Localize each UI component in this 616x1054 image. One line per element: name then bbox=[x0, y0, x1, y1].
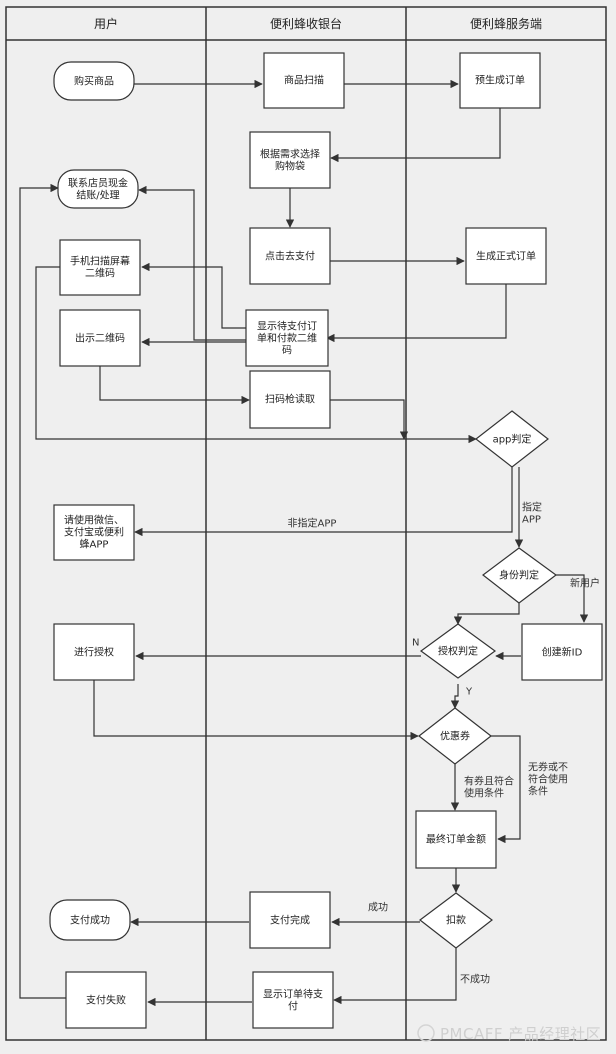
node-formal-order bbox=[465, 227, 547, 285]
node-show-pending bbox=[245, 309, 329, 367]
edge-scanner-to-app bbox=[330, 399, 409, 440]
nodes bbox=[49, 52, 603, 1029]
node-do-auth bbox=[53, 623, 135, 681]
edge-labels-yes-label: Y bbox=[465, 687, 473, 698]
nodes-pay-fail-label: 支付失败 bbox=[86, 994, 126, 1007]
edge-labels-fail-label: 不成功 bbox=[460, 974, 490, 986]
node-scan-goods bbox=[263, 52, 345, 109]
node-create-id bbox=[521, 623, 603, 681]
watermark-text: PMCAFF 产品经理社区 bbox=[440, 1025, 601, 1043]
node-scanner-read bbox=[249, 370, 331, 429]
edge-labels-coupon-no-label: 无券或不符合使用条件 bbox=[528, 761, 568, 798]
watermark: PMCAFF 产品经理社区 bbox=[417, 1024, 601, 1043]
nodes-do-auth-label: 进行授权 bbox=[74, 646, 114, 659]
nodes-show-qr-label: 出示二维码 bbox=[75, 332, 125, 345]
watermark-logo-icon bbox=[417, 1024, 435, 1042]
edge-labels-coupon-ok-label: 有券且符合使用条件 bbox=[464, 775, 514, 800]
node-auth-judge bbox=[419, 623, 497, 679]
edge-identity-to-auth bbox=[453, 603, 520, 625]
edge-coupon-to-final-alt bbox=[491, 735, 521, 844]
edge-doauth-to-coupon bbox=[93, 680, 419, 741]
lane-header-user: 用户 bbox=[94, 16, 118, 31]
edge-labels-no-label: N bbox=[412, 638, 419, 649]
nodes-pending-display-label: 显示订单待支付 bbox=[263, 988, 323, 1013]
nodes-contact-clerk-label: 联系店员现金结账/处理 bbox=[68, 177, 128, 202]
node-final-amount bbox=[415, 810, 497, 869]
nodes-create-id-label: 创建新ID bbox=[542, 646, 583, 659]
node-pay-success bbox=[49, 899, 131, 941]
edge-identity-to-createid bbox=[556, 574, 589, 623]
nodes-identity-label: 身份判定 bbox=[499, 569, 539, 582]
nodes-use-app-label: 请使用微信、支付宝或便利蜂APP bbox=[64, 514, 124, 551]
node-coupon bbox=[418, 707, 492, 765]
nodes-formal-order-label: 生成正式订单 bbox=[476, 250, 536, 263]
edge-labels-new-user-label: 新用户 bbox=[570, 577, 600, 590]
nodes-pay-success-label: 支付成功 bbox=[70, 914, 110, 927]
edge-pending-to-contact bbox=[138, 185, 246, 341]
edge-preorder-to-bag bbox=[330, 108, 501, 163]
node-buy bbox=[53, 61, 135, 101]
node-show-qr bbox=[59, 309, 141, 367]
edge-deduct-to-pendingdisp bbox=[333, 948, 457, 1005]
node-pre-order bbox=[459, 52, 541, 109]
node-identity bbox=[482, 547, 558, 604]
lane-header-server: 便利蜂服务端 bbox=[470, 16, 542, 31]
nodes-click-pay-label: 点击去支付 bbox=[265, 250, 315, 263]
nodes-auth-judge-label: 授权判定 bbox=[438, 645, 478, 658]
nodes-phone-scan-label: 手机扫描屏幕二维码 bbox=[70, 255, 130, 280]
node-pay-fail bbox=[65, 971, 147, 1029]
nodes-coupon-label: 优惠券 bbox=[440, 730, 470, 743]
edges bbox=[19, 79, 589, 1007]
node-pay-done bbox=[249, 891, 331, 949]
nodes-buy-label: 购买商品 bbox=[74, 75, 114, 88]
edge-phonescan-to-app bbox=[35, 266, 477, 444]
node-deduct bbox=[419, 892, 493, 949]
node-use-app bbox=[53, 504, 135, 561]
node-app-judge bbox=[475, 410, 549, 468]
node-pending-display bbox=[252, 971, 334, 1029]
nodes-app-judge-label: app判定 bbox=[493, 433, 532, 446]
edge-showqr-to-scanner bbox=[99, 366, 250, 405]
node-click-pay bbox=[249, 227, 331, 285]
nodes-pay-done-label: 支付完成 bbox=[270, 914, 310, 927]
lane-header-cashier: 便利蜂收银台 bbox=[270, 16, 342, 31]
edge-auth-to-coupon bbox=[450, 684, 460, 709]
edge-formal-to-pending bbox=[326, 284, 507, 343]
nodes-choose-bag-label: 根据需求选择购物袋 bbox=[260, 148, 320, 173]
edge-labels-success-label: 成功 bbox=[368, 902, 388, 914]
nodes-scanner-read-label: 扫码枪读取 bbox=[265, 393, 315, 406]
nodes-deduct-label: 扣款 bbox=[446, 914, 466, 927]
nodes-show-pending-label: 显示待支付订单和付款二维码 bbox=[257, 320, 317, 357]
nodes-final-amount-label: 最终订单金额 bbox=[426, 833, 486, 846]
edge-labels-not-designated-app-label: 非指定APP bbox=[288, 517, 337, 530]
node-choose-bag bbox=[249, 131, 331, 189]
edge-app-to-useapp bbox=[134, 467, 513, 537]
node-contact-clerk bbox=[57, 169, 139, 209]
node-phone-scan bbox=[59, 239, 141, 296]
edge-pending-to-phonescan bbox=[141, 262, 246, 329]
edge-fail-to-contact bbox=[19, 183, 66, 999]
nodes-scan-goods-label: 商品扫描 bbox=[284, 74, 324, 87]
nodes-pre-order-label: 预生成订单 bbox=[475, 74, 525, 87]
